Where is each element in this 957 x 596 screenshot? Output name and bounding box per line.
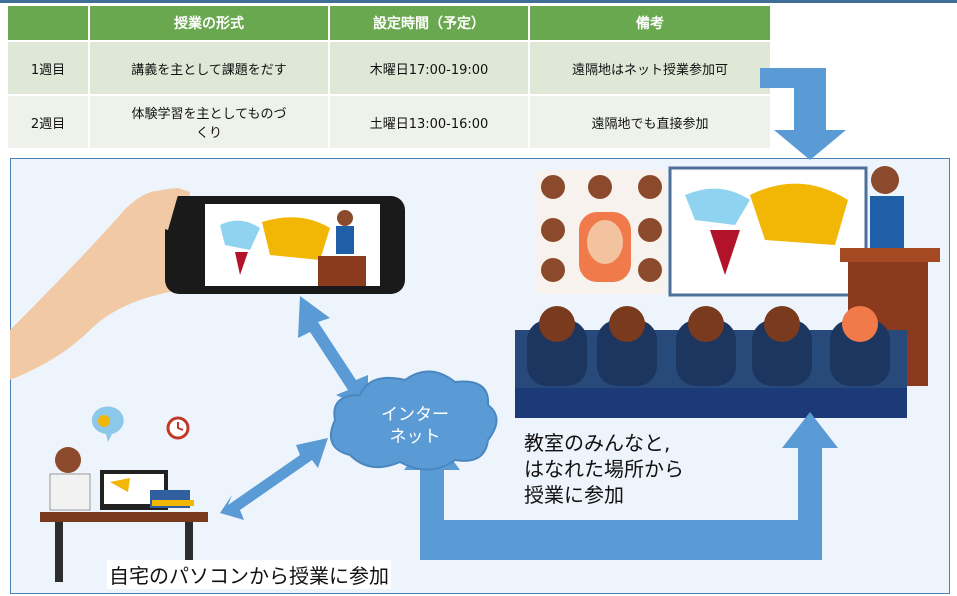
week-cell: 1週目 — [8, 40, 90, 94]
network-classroom-arrow — [404, 412, 838, 560]
classroom-caption-line-1: 教室のみんなと, — [524, 431, 671, 455]
note-cell: 遠隔地はネット授業参加可 — [530, 40, 772, 94]
table-to-classroom-arrow — [760, 68, 846, 160]
format-cell: 講義を主として課題をだす — [90, 40, 330, 94]
phone-network-arrow — [298, 296, 368, 410]
smartphone-illustration — [10, 188, 405, 380]
classroom-caption-line-2: はなれた場所から — [524, 457, 684, 481]
format-line-2: くり — [195, 126, 222, 141]
home-network-arrow — [220, 438, 328, 520]
home-user-illustration — [40, 406, 208, 582]
table-header-format: 授業の形式 — [90, 6, 330, 40]
table-header-week — [8, 6, 90, 40]
table-header-time: 設定時間（予定） — [330, 6, 530, 40]
format-line-1: 体験学習を主としてものづ — [131, 107, 287, 122]
time-cell: 土曜日13:00-16:00 — [330, 94, 530, 148]
table-header-row: 授業の形式 設定時間（予定） 備考 — [8, 6, 772, 40]
table-header-note: 備考 — [530, 6, 772, 40]
note-cell: 遠隔地でも直接参加 — [530, 94, 772, 148]
top-rule — [0, 0, 957, 3]
cloud-label-line-2: ネット — [389, 427, 441, 447]
cloud-label-line-1: インター — [381, 405, 449, 425]
table-row: 1週目 講義を主として課題をだす 木曜日17:00-19:00 遠隔地はネット授… — [8, 40, 772, 94]
time-cell: 木曜日17:00-19:00 — [330, 40, 530, 94]
network-arrows — [220, 296, 838, 560]
classroom-illustration — [515, 166, 940, 418]
classroom-caption-line-3: 授業に参加 — [524, 483, 624, 507]
home-caption: 自宅のパソコンから授業に参加 — [107, 560, 391, 589]
week-cell: 2週目 — [8, 94, 90, 148]
format-cell: 体験学習を主としてものづ くり — [90, 94, 330, 148]
cloud-label: インター ネット — [360, 404, 470, 448]
internet-cloud — [330, 370, 498, 471]
schedule-table: 授業の形式 設定時間（予定） 備考 1週目 講義を主として課題をだす 木曜日17… — [8, 6, 772, 148]
table-row: 2週目 体験学習を主としてものづ くり 土曜日13:00-16:00 遠隔地でも… — [8, 94, 772, 148]
classroom-caption: 教室のみんなと, はなれた場所から 授業に参加 — [524, 430, 684, 508]
